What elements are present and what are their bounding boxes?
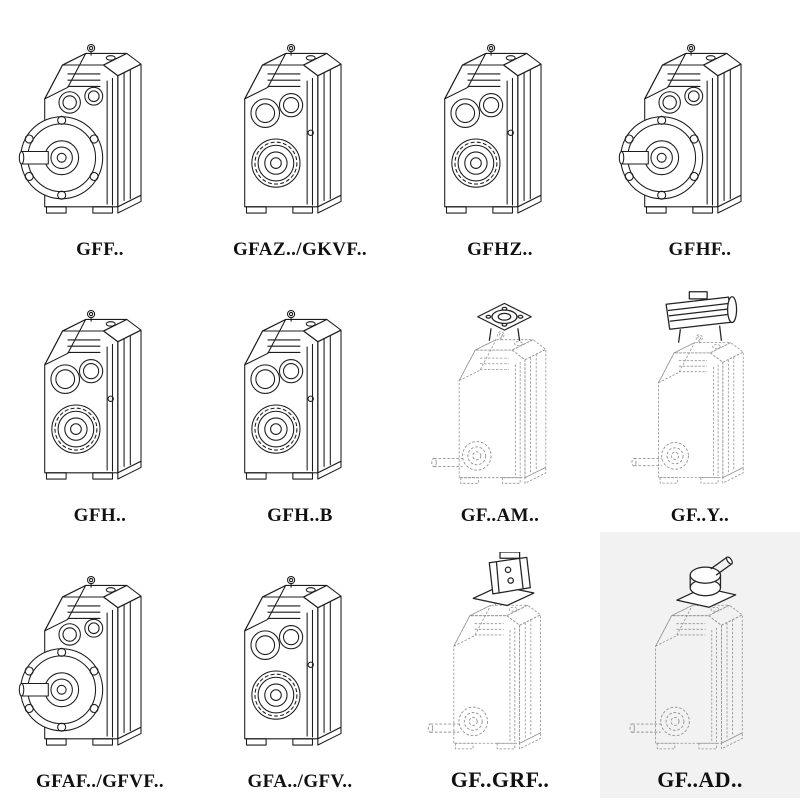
gearbox-shape bbox=[632, 292, 743, 483]
gearbox-drawing-gfa-gfv bbox=[207, 556, 393, 770]
gearbox-drawing-gf-am bbox=[407, 290, 593, 504]
gearbox-shape bbox=[45, 311, 141, 480]
model-label: GF..AM.. bbox=[460, 505, 540, 526]
gearbox-drawing-gf-ad bbox=[607, 552, 793, 766]
cell-gfaf-gfvf: GFAF../GFVF.. bbox=[0, 532, 200, 798]
gearbox-drawing-gfaz-gkvf bbox=[207, 24, 393, 238]
gearbox-shape bbox=[245, 577, 341, 746]
gearbox-shape bbox=[245, 45, 341, 214]
gearbox-drawing-gfhz bbox=[407, 24, 593, 238]
gearbox-drawing-gfh-b bbox=[207, 290, 393, 504]
cell-gff: GFF.. bbox=[0, 0, 200, 266]
cell-gf-am: GF..AM.. bbox=[400, 266, 600, 532]
gearbox-drawing-gfaf-gfvf bbox=[7, 556, 193, 770]
gearbox-shape bbox=[445, 45, 541, 214]
cell-gfhf: GFHF.. bbox=[600, 0, 800, 266]
gearbox-shape bbox=[428, 552, 540, 749]
gearbox-shape bbox=[19, 45, 141, 214]
model-label: GFH..B bbox=[267, 505, 333, 526]
model-label: GFHF.. bbox=[668, 239, 732, 260]
model-label: GFH.. bbox=[73, 505, 127, 526]
gearbox-drawing-gff bbox=[7, 24, 193, 238]
model-label: GF..Y.. bbox=[670, 505, 730, 526]
cell-gfhz: GFHZ.. bbox=[400, 0, 600, 266]
gearbox-drawing-gfh bbox=[7, 290, 193, 504]
cell-gfaz-gkvf: GFAZ../GKVF.. bbox=[200, 0, 400, 266]
cell-gf-y: GF..Y.. bbox=[600, 266, 800, 532]
model-label: GFF.. bbox=[76, 239, 124, 260]
model-label: GFHZ.. bbox=[467, 239, 533, 260]
cell-gfa-gfv: GFA../GFV.. bbox=[200, 532, 400, 798]
model-label: GFAZ../GKVF.. bbox=[233, 239, 367, 260]
cell-gfh-b: GFH..B bbox=[200, 266, 400, 532]
cell-gf-ad: GF..AD.. bbox=[600, 532, 800, 798]
model-label: GFAF../GFVF.. bbox=[35, 771, 164, 792]
model-label: GF..AD.. bbox=[657, 767, 743, 792]
gearbox-shape bbox=[619, 45, 741, 214]
gearbox-shape bbox=[630, 556, 742, 749]
gearbox-drawing-gf-y bbox=[607, 290, 793, 504]
gearbox-shape bbox=[432, 303, 546, 483]
cell-gfh: GFH.. bbox=[0, 266, 200, 532]
gearbox-shape bbox=[19, 577, 141, 746]
gearbox-shape bbox=[245, 311, 341, 480]
gearbox-drawing-gf-grf bbox=[407, 552, 593, 766]
model-label: GFA../GFV.. bbox=[247, 771, 353, 792]
model-label: GF..GRF.. bbox=[450, 767, 550, 792]
cell-gf-grf: GF..GRF.. bbox=[400, 532, 600, 798]
gearbox-drawing-gfhf bbox=[607, 24, 793, 238]
